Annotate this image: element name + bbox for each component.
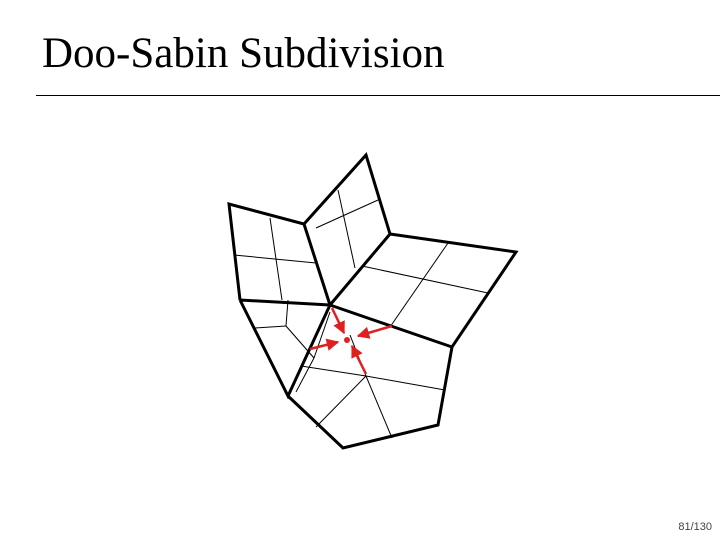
- arrow-from-top-left: [330, 307, 346, 335]
- arrow-from-bottom: [350, 344, 368, 375]
- arrow-from-right: [356, 324, 393, 339]
- face-point-arrows: [309, 307, 393, 375]
- mesh-edges: [227, 152, 519, 450]
- new-vertex-dot: [344, 337, 350, 343]
- arrow-from-left: [309, 338, 340, 351]
- title-divider: [36, 95, 720, 96]
- subdivision-lines: [233, 189, 489, 439]
- page-number: 81/130: [678, 521, 712, 533]
- slide-title: Doo-Sabin Subdivision: [42, 30, 445, 77]
